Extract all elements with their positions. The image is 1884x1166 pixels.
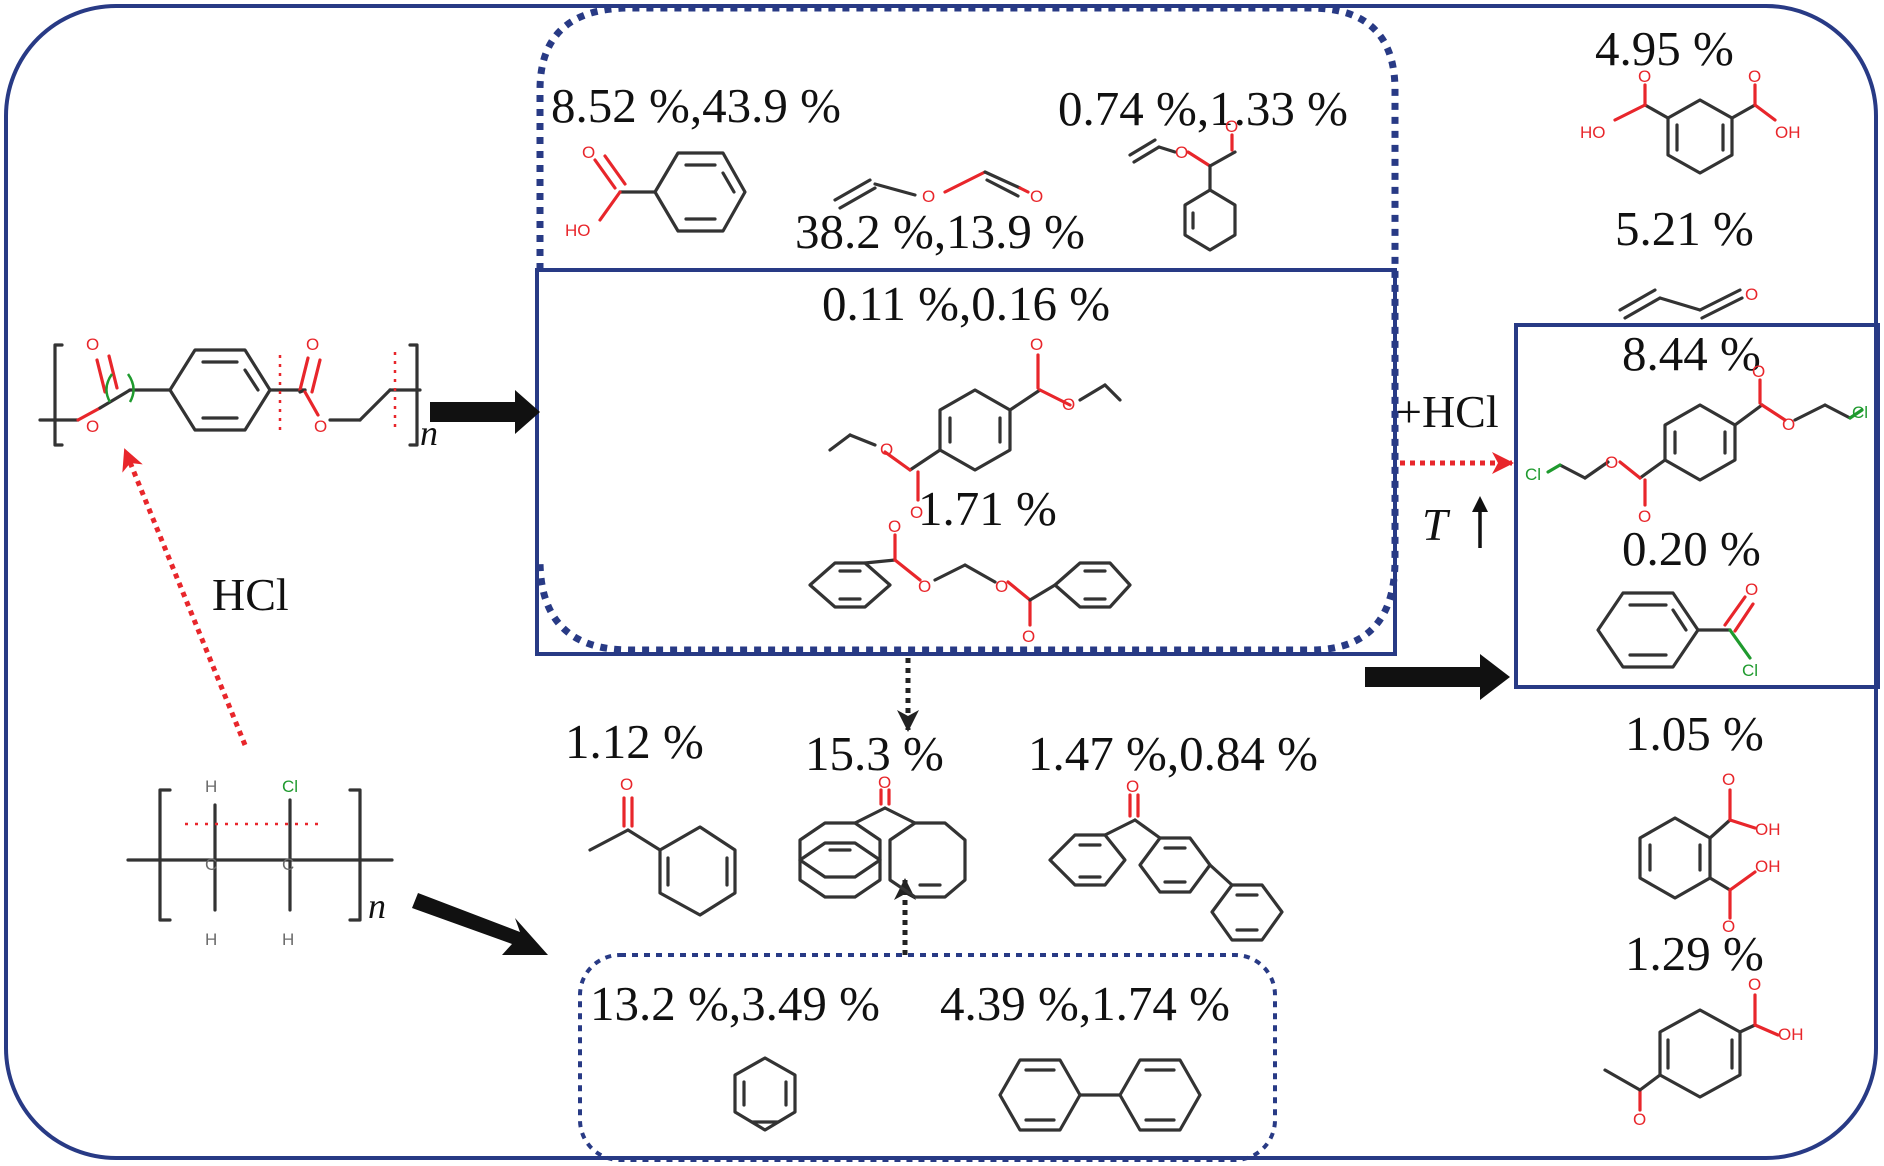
atom-h: H: [205, 930, 217, 949]
atom-o: O: [1722, 770, 1735, 789]
arrow-to-right-box: [1365, 654, 1510, 700]
atom-o: O: [1722, 917, 1735, 936]
hcl-label-left: HCl: [212, 569, 289, 620]
atom-oh: OH: [1778, 1025, 1804, 1044]
label-phthalic-acid: 1.05 %: [1625, 706, 1764, 761]
atom-cl: Cl: [1525, 465, 1541, 484]
solid-box-middle: [535, 268, 1397, 656]
atom-o: O: [314, 417, 327, 436]
structure-acetophenone: O: [588, 775, 737, 917]
structure-benzene: [733, 1056, 797, 1132]
subscript-n-pet: n: [420, 413, 438, 453]
label-acetophenone: 1.12 %: [565, 714, 704, 769]
structure-vinyl-formate: O O: [833, 170, 1043, 210]
atom-o: O: [1633, 1110, 1646, 1129]
structure-ethylene-dibenzoate: O O O O: [808, 517, 1132, 646]
atom-oh: OH: [1755, 820, 1781, 839]
atom-o: O: [1605, 453, 1618, 472]
atom-h: H: [205, 777, 217, 796]
atom-o: O: [995, 577, 1008, 596]
atom-oh: OH: [1775, 123, 1801, 142]
atom-o: O: [1782, 415, 1795, 434]
atom-o: O: [922, 187, 935, 206]
temperature-up-arrow: [1472, 496, 1488, 548]
atom-cl: Cl: [282, 777, 298, 796]
label-acetylbenzoic-acid: 1.29 %: [1625, 926, 1764, 981]
label-benzoic-acid: 8.52 %,43.9 %: [551, 78, 841, 133]
label-divinyl-terephthalate: 0.11 %,0.16 %: [822, 276, 1110, 331]
atom-h: H: [282, 930, 294, 949]
solid-box-right: [1514, 323, 1880, 689]
structure-biphenyl: [998, 1058, 1202, 1132]
label-isophthalic-acid: 4.95 %: [1595, 21, 1734, 76]
pet-structure: O O O O n: [38, 335, 438, 453]
structure-isophthalic-acid: O O HO OH: [1580, 67, 1801, 175]
atom-o: O: [1638, 507, 1651, 526]
atom-o: O: [1745, 285, 1758, 304]
arrow-pet-to-products: [430, 390, 540, 434]
atom-o: O: [1748, 975, 1761, 994]
structure-acrolein: O: [1618, 285, 1758, 320]
atom-o: O: [1745, 580, 1758, 599]
structure-benzoyl-chloride: O Cl: [1596, 580, 1758, 680]
atom-o: O: [306, 335, 319, 354]
atom-ho: HO: [1580, 123, 1606, 142]
atom-o: O: [1030, 335, 1043, 354]
atom-oh: OH: [1755, 857, 1781, 876]
atom-c: C: [205, 855, 217, 874]
label-benzophenone: 15.3 %: [805, 726, 944, 781]
structure-bis-chloroethyl-terephthalate: O O O O Cl Cl: [1525, 362, 1868, 526]
atom-o: O: [1022, 627, 1035, 646]
arrow-pvc-to-products: [412, 893, 548, 955]
atom-o: O: [888, 517, 901, 536]
label-ethylene-dibenzoate: 1.71 %: [918, 481, 1057, 536]
hcl-label-right: +HCl: [1396, 386, 1499, 437]
structure-divinyl-terephthalate: O O O O: [828, 335, 1122, 522]
structure-vinyl-benzoate: O O: [1128, 117, 1238, 252]
dotted-box-top: [536, 4, 1399, 654]
atom-c: C: [282, 855, 294, 874]
structure-benzoic-acid: O HO: [565, 143, 747, 240]
label-acrolein: 5.21 %: [1615, 201, 1754, 256]
label-vinyl-benzoate: 0.74 %,1.33 %: [1058, 81, 1348, 136]
atom-o: O: [1748, 67, 1761, 86]
structure-phenyl-benzophenone: O: [1048, 777, 1284, 942]
label-benzoyl-chloride: 0.20 %: [1622, 521, 1761, 576]
atom-o: O: [878, 773, 891, 792]
atom-o: O: [1225, 117, 1238, 136]
structure-acetylbenzoic-acid: O OH O: [1603, 975, 1804, 1129]
atom-o: O: [582, 143, 595, 162]
atom-o: O: [1752, 362, 1765, 381]
atom-o: O: [1030, 187, 1043, 206]
label-phenyl-benzophenone: 1.47 %,0.84 %: [1028, 726, 1318, 781]
atom-o: O: [86, 335, 99, 354]
temperature-label: T: [1422, 499, 1451, 550]
label-vinyl-formate: 38.2 %,13.9 %: [795, 204, 1085, 259]
atom-o: O: [86, 417, 99, 436]
atom-cl: Cl: [1852, 403, 1868, 422]
label-bis-chloroethyl-terephthalate: 8.44 %: [1622, 326, 1761, 381]
atom-ho: HO: [565, 221, 591, 240]
structure-benzophenone: O: [798, 773, 967, 899]
label-benzene: 13.2 %,3.49 %: [590, 976, 880, 1031]
atom-o: O: [910, 503, 923, 522]
hcl-arrow-left: [122, 448, 248, 746]
atom-o: O: [1638, 67, 1651, 86]
structure-phthalic-acid: O OH OH O: [1638, 770, 1781, 936]
atom-o: O: [1175, 143, 1188, 162]
atom-o: O: [918, 577, 931, 596]
label-biphenyl: 4.39 %,1.74 %: [940, 976, 1230, 1031]
pvc-structure: H Cl C C H H n: [126, 777, 394, 949]
atom-o: O: [1062, 395, 1075, 414]
atom-cl: Cl: [1742, 661, 1758, 680]
atom-o: O: [880, 440, 893, 459]
subscript-n-pvc: n: [368, 886, 386, 926]
atom-o: O: [1126, 777, 1139, 796]
atom-o: O: [620, 775, 633, 794]
